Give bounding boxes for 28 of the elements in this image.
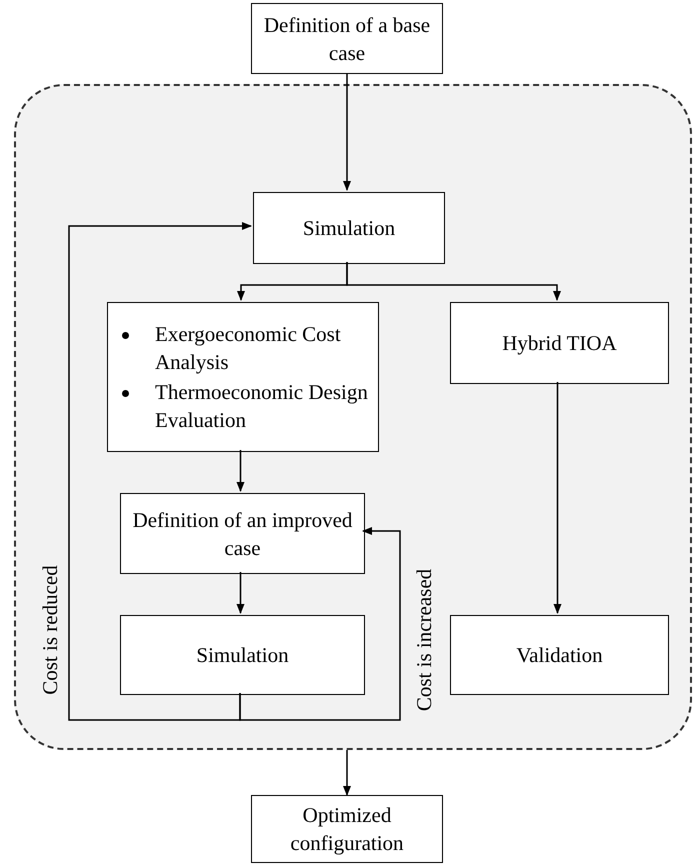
connector-arrow [343, 74, 351, 191]
connector-arrow [236, 572, 244, 614]
connector-arrow [554, 382, 562, 614]
process-box [120, 615, 365, 695]
box-text: Thermoeconomic Design Evaluation [155, 379, 369, 434]
box-text: Simulation [196, 642, 289, 669]
connector-arrow [343, 750, 351, 796]
box-text: Simulation [302, 215, 396, 242]
box-text: Validation [516, 642, 603, 669]
edge-label: Cost is reduced [37, 565, 63, 695]
process-box [253, 192, 445, 264]
connector-arrow [239, 527, 401, 721]
box-text: Exergoeconomic Cost Analysis [155, 321, 342, 376]
connector-arrow [236, 450, 244, 492]
box-text: Definition of an improved case [132, 506, 354, 562]
process-box [450, 302, 669, 384]
process-box [251, 795, 443, 863]
dashed-group-region [14, 84, 692, 750]
process-box [120, 493, 365, 574]
connector-arrow [346, 262, 561, 301]
box-text: Definition of a base case [262, 12, 432, 66]
process-box [450, 615, 669, 695]
process-box [251, 3, 443, 74]
process-box [107, 302, 379, 452]
box-text: Optimized configuration [289, 802, 405, 857]
box-text: Hybrid TIOA [502, 330, 617, 357]
connector-arrow [68, 222, 252, 721]
edge-label: Cost is increased [411, 568, 437, 712]
